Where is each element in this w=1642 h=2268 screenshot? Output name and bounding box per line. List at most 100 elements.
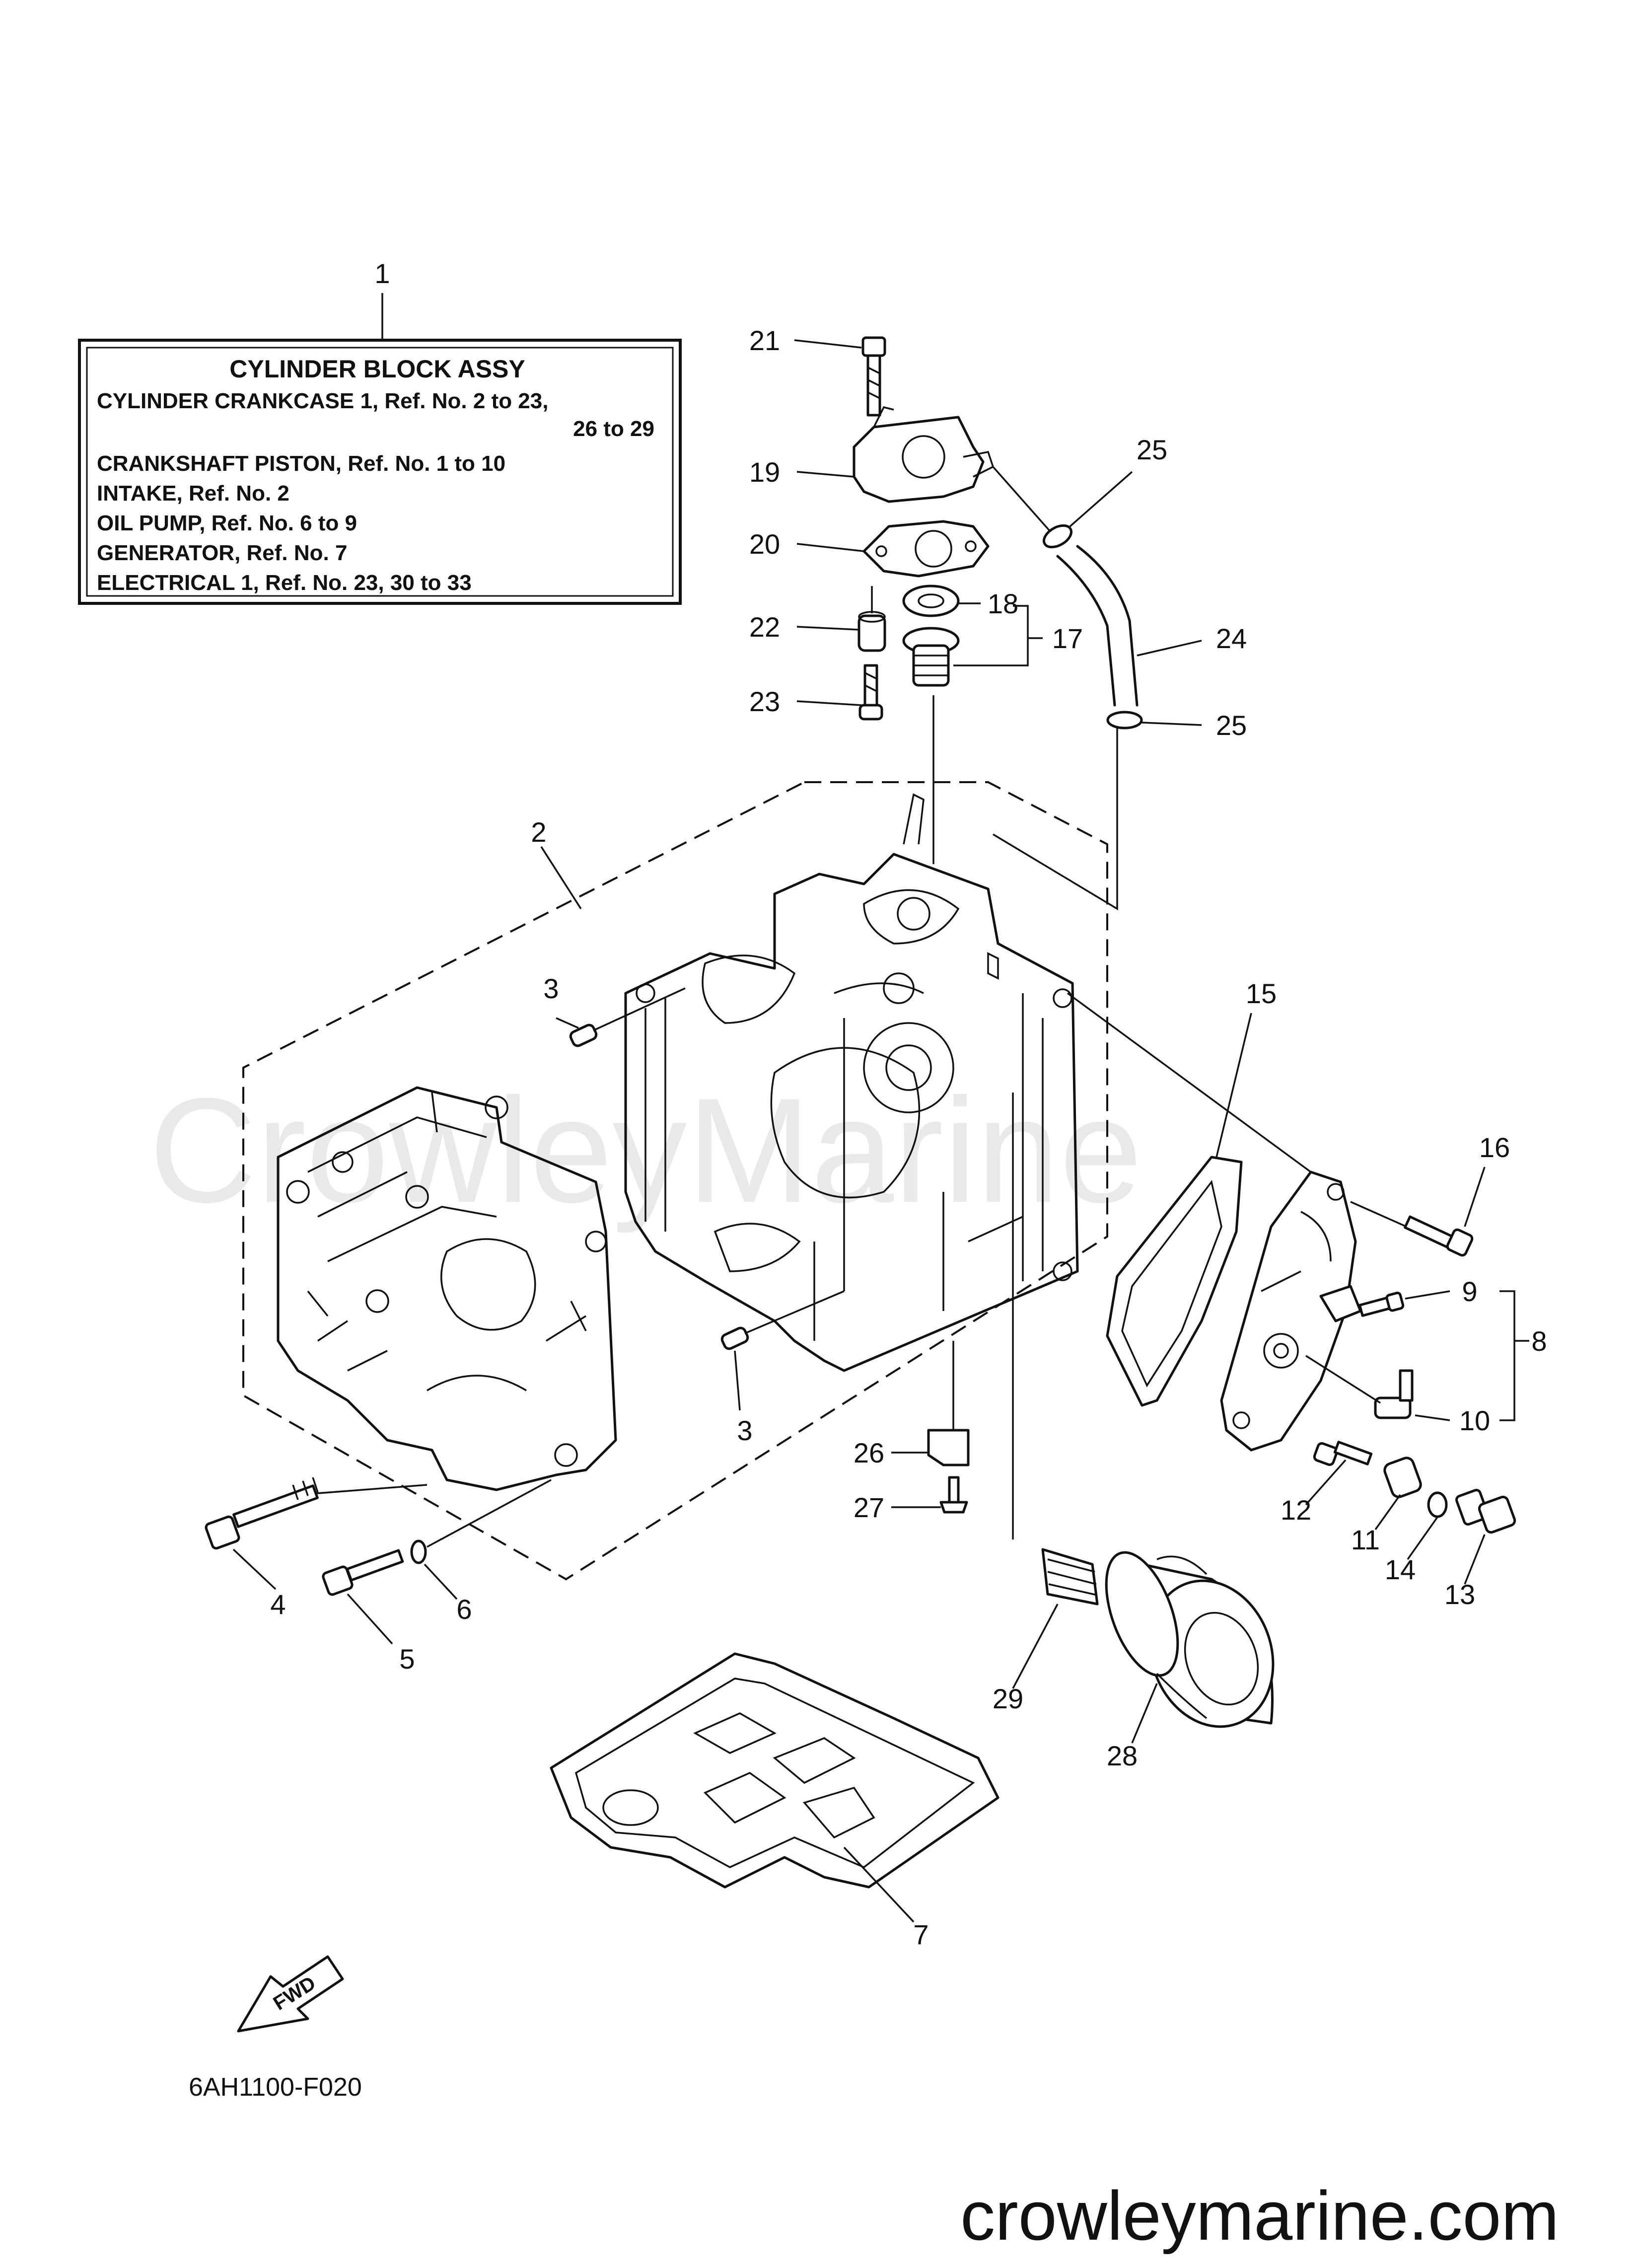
callout-16: 16 — [1479, 1132, 1510, 1163]
bolt-12 — [1313, 1441, 1373, 1466]
leader-5 — [347, 1593, 393, 1645]
title-box-heading: CYLINDER BLOCK ASSY — [229, 355, 525, 383]
bolt-23 — [858, 664, 883, 721]
leader-16 — [1464, 1167, 1486, 1227]
callout-20: 20 — [749, 528, 780, 560]
fitting-axis — [1305, 1355, 1381, 1404]
callout-3a: 3 — [543, 973, 559, 1004]
diagram-code: 6AH1100-F020 — [189, 2073, 362, 2102]
leader-14 — [1407, 1516, 1438, 1560]
water-hose-24 — [1056, 545, 1139, 707]
hose-clip-upper — [1043, 524, 1072, 549]
callout-19: 19 — [749, 456, 780, 488]
title-box-line-6: GENERATOR, Ref. No. 7 — [97, 541, 347, 565]
leader-2 — [540, 846, 582, 909]
title-box-line-3: CRANKSHAFT PISTON, Ref. No. 1 to 10 — [97, 451, 505, 476]
collar-11 — [1383, 1457, 1422, 1498]
callout-10: 10 — [1459, 1405, 1490, 1436]
callout-5: 5 — [399, 1643, 415, 1675]
callout-23: 23 — [749, 686, 780, 717]
leader-3a — [556, 1017, 579, 1029]
fitting-10 — [1374, 1369, 1414, 1419]
leader-7 — [843, 1846, 915, 1923]
bracket-8 — [1499, 1290, 1515, 1421]
bolt-5 — [322, 1549, 404, 1596]
thermostat-gasket-20 — [862, 520, 990, 578]
callout-4: 4 — [270, 1589, 286, 1620]
thermostat-17 — [902, 627, 960, 687]
crankcase — [277, 1086, 617, 1491]
leader-20 — [796, 543, 864, 552]
leader-22 — [796, 626, 859, 631]
bolt-21 — [861, 336, 886, 417]
gasket-axis — [1067, 992, 1312, 1173]
callout-11: 11 — [1351, 1524, 1380, 1555]
callout-24: 24 — [1216, 623, 1247, 654]
washer-6 — [410, 1539, 427, 1564]
base-gasket-7 — [550, 1652, 999, 1889]
thermostat-cover-19 — [853, 406, 995, 503]
callout-6: 6 — [456, 1594, 472, 1625]
callout-1: 1 — [374, 258, 390, 289]
union-fitting-29 — [1041, 1548, 1099, 1606]
callout-9: 9 — [1462, 1276, 1477, 1307]
callout-13: 13 — [1444, 1579, 1475, 1610]
dowel-pin-lower-axis — [744, 1290, 845, 1334]
footer-url[interactable]: crowleymarine.com — [960, 2177, 1559, 2255]
leader-15 — [1215, 1013, 1252, 1158]
cover-gasket-15 — [1106, 1156, 1243, 1407]
callout-12: 12 — [1281, 1494, 1311, 1526]
dowel-pin-lower — [720, 1326, 749, 1350]
seal-18 — [902, 585, 960, 617]
leader-25b — [1142, 722, 1202, 726]
leader-9 — [1405, 1290, 1450, 1300]
hose-clip-lower — [1106, 711, 1143, 730]
leader-17-bracket — [953, 605, 1029, 666]
bolt-4-axis — [297, 1484, 428, 1496]
callout-7: 7 — [913, 1919, 928, 1950]
bolt-16 — [1404, 1215, 1474, 1257]
leader-28 — [1131, 1683, 1158, 1744]
callout-22: 22 — [749, 611, 780, 643]
title-box-line-7: ELECTRICAL 1, Ref. No. 23, 30 to 33 — [97, 571, 472, 595]
leader-23 — [796, 700, 862, 706]
title-box-line-4: INTAKE, Ref. No. 2 — [97, 481, 289, 506]
callout-8: 8 — [1531, 1325, 1547, 1357]
crankcase-dashed-outline — [242, 781, 1108, 1581]
o-ring-14 — [1427, 1491, 1448, 1518]
callout-14: 14 — [1385, 1554, 1416, 1585]
screw-27 — [939, 1476, 968, 1514]
cylinder-block — [624, 793, 1079, 1372]
leader-29 — [1012, 1604, 1059, 1689]
leader-10 — [1415, 1414, 1450, 1421]
leader-13 — [1464, 1534, 1486, 1585]
forward-arrow-icon: FWD — [237, 1955, 344, 2033]
callout-29: 29 — [993, 1683, 1023, 1714]
callout-25a: 25 — [1137, 434, 1167, 465]
plug-13 — [1455, 1489, 1516, 1534]
callout-28: 28 — [1107, 1740, 1138, 1771]
callout-3b: 3 — [737, 1415, 752, 1446]
leader-4 — [232, 1548, 277, 1590]
dowel-pin-upper — [569, 1024, 598, 1047]
dowel-pin-upper-axis — [593, 987, 686, 1031]
leader-3b — [734, 1350, 741, 1411]
bolt-4 — [205, 1477, 319, 1550]
title-box-line-5: OIL PUMP, Ref. No. 6 to 9 — [97, 511, 357, 535]
title-box: CYLINDER BLOCK ASSY CYLINDER CRANKCASE 1… — [78, 339, 682, 605]
leader-24 — [1137, 640, 1202, 657]
title-box-line-1: CYLINDER CRANKCASE 1, Ref. No. 2 to 23, — [97, 389, 548, 413]
leader-6 — [424, 1563, 458, 1600]
washer-axis — [427, 1479, 552, 1548]
leader-25a — [1069, 471, 1133, 527]
collar-22 — [857, 611, 886, 652]
callout-26: 26 — [854, 1437, 884, 1468]
callout-21: 21 — [749, 325, 780, 356]
leader-11 — [1374, 1494, 1401, 1531]
title-box-line-2: 26 to 29 — [573, 417, 654, 441]
hose-routing-line — [993, 720, 1118, 911]
callout-2: 2 — [531, 816, 546, 848]
leader-12 — [1305, 1459, 1347, 1506]
bolt-9 — [1358, 1291, 1405, 1317]
